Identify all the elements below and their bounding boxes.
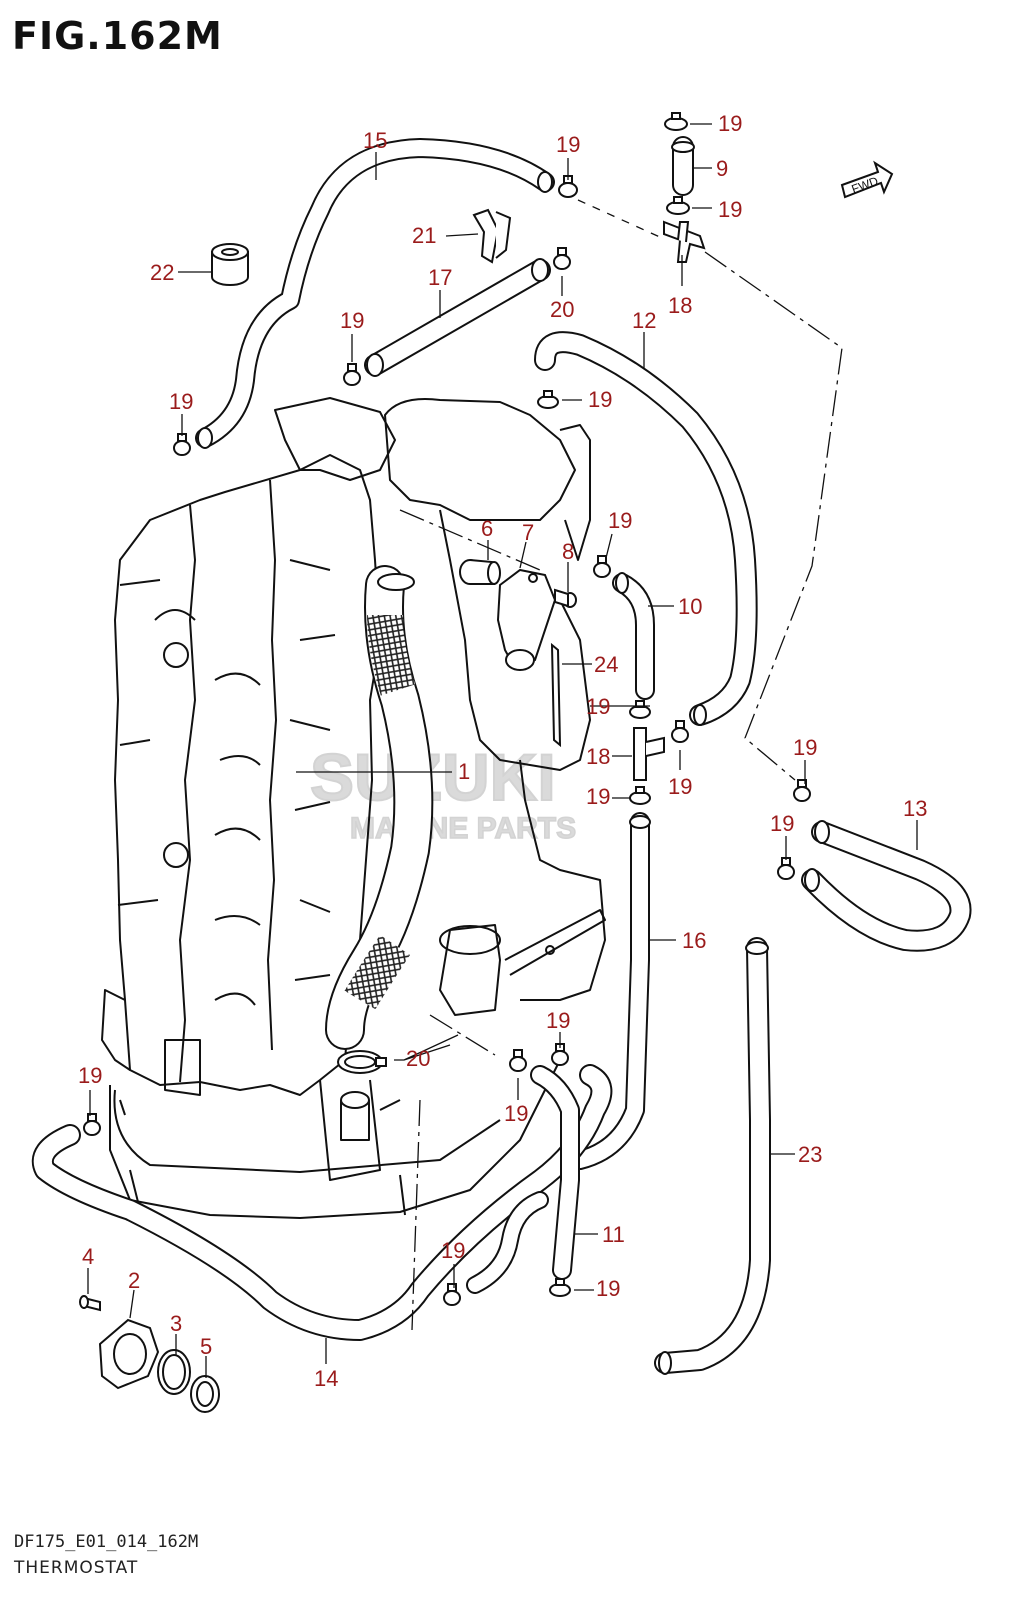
callout-19-joint-right: 19 <box>668 774 692 799</box>
watermark: SUZUKI MARINE PARTS <box>309 739 577 846</box>
callout-19-hose13-bottom: 19 <box>770 811 794 836</box>
figure-name: THERMOSTAT <box>14 1558 139 1578</box>
callout-1: 1 <box>458 759 470 784</box>
callout-8: 8 <box>562 539 574 564</box>
callout-13: 13 <box>903 796 927 821</box>
callout-19-hose14-left: 19 <box>78 1063 102 1088</box>
callout-12: 12 <box>632 308 656 333</box>
thermostat-bolt <box>554 588 577 608</box>
callout-19-mid: 19 <box>546 1008 570 1033</box>
thermostat-cover <box>496 568 557 671</box>
callout-19-mid-lower: 19 <box>504 1101 528 1126</box>
callout-19-top: 19 <box>718 111 742 136</box>
grommet <box>211 243 249 286</box>
hoses <box>31 136 972 1374</box>
hose-clip <box>472 208 512 264</box>
fwd-label: FWD <box>850 174 881 197</box>
water-hose-main <box>325 565 434 1050</box>
watermark-brand: SUZUKI <box>310 740 556 814</box>
callout-19-below9: 19 <box>718 197 742 222</box>
callout-3: 3 <box>170 1311 182 1336</box>
callout-6: 6 <box>481 516 493 541</box>
callout-16: 16 <box>682 928 706 953</box>
callout-19-joint-bottom: 19 <box>586 784 610 809</box>
callout-10: 10 <box>678 594 702 619</box>
sensor-rod <box>550 642 562 748</box>
callout-23: 22 <box>150 260 174 285</box>
thermostat-valve <box>459 559 501 585</box>
callout-15: 15 <box>363 128 387 153</box>
callout-19-bottom-left: 19 <box>441 1238 465 1263</box>
callout-21: 20 <box>406 1046 430 1071</box>
fwd-arrow-icon: FWD <box>840 160 894 199</box>
callout-20-left: 19 <box>340 308 364 333</box>
watermark-subtitle: MARINE PARTS <box>350 812 576 845</box>
callout-labels: 1 2 3 4 5 6 7 8 9 10 11 12 13 14 15 16 1… <box>78 111 927 1391</box>
figure-title: FIG.162M <box>12 14 223 58</box>
callout-24: 23 <box>798 1142 822 1167</box>
callout-2: 2 <box>128 1268 140 1293</box>
t-joint-upper <box>663 220 706 263</box>
callout-14: 14 <box>314 1366 338 1391</box>
callout-25: 24 <box>594 652 618 677</box>
hose-end-caps <box>197 141 830 1375</box>
leader-lines <box>87 123 918 1378</box>
callout-19-joint-top: 19 <box>586 694 610 719</box>
callout-19-hose13-top: 19 <box>793 735 817 760</box>
callout-19-hose10: 19 <box>608 508 632 533</box>
callout-4: 4 <box>82 1244 94 1269</box>
callout-19-hose12: 19 <box>588 387 612 412</box>
callout-5: 5 <box>200 1334 212 1359</box>
cylinder-block <box>101 454 561 1219</box>
callout-11: 11 <box>602 1222 625 1247</box>
callout-18-upper: 18 <box>668 293 692 318</box>
callout-19-hose15: 19 <box>556 132 580 157</box>
thermostat-housing-area <box>274 397 606 1016</box>
t-joint-lower <box>633 727 665 781</box>
callout-20-right: 20 <box>550 297 574 322</box>
figure-code: DF175_E01_014_162M <box>14 1532 199 1552</box>
callout-7: 7 <box>522 520 534 545</box>
callout-22: 21 <box>412 223 436 248</box>
callout-17: 17 <box>428 265 452 290</box>
callout-18-lower: 18 <box>586 744 610 769</box>
callout-19-bottom-right: 19 <box>596 1276 620 1301</box>
callout-9: 9 <box>716 156 728 181</box>
callout-19-left: 19 <box>169 389 193 414</box>
thermostat-cap-assembly <box>79 1295 220 1413</box>
